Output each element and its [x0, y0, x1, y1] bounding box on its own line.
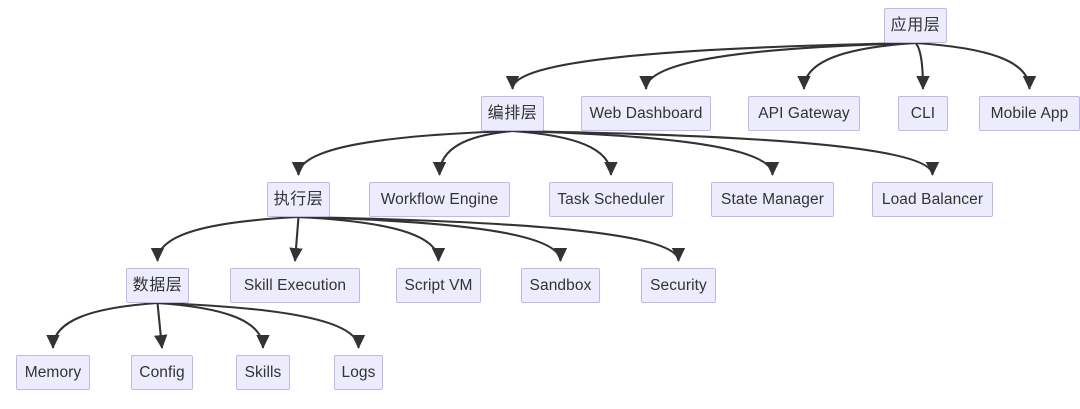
node-label: Skills: [244, 363, 282, 381]
edge-orch-to-loadbal: [512, 129, 940, 176]
node-mobile[interactable]: Mobile App: [979, 96, 1080, 131]
node-label: State Manager: [721, 190, 824, 208]
edge-exec-to-skillexec: [289, 216, 303, 262]
edge-orch-to-workflow: [432, 129, 513, 176]
node-exec[interactable]: 执行层: [267, 182, 330, 217]
node-cli[interactable]: CLI: [898, 96, 948, 131]
node-config[interactable]: Config: [131, 355, 193, 390]
node-scriptvm[interactable]: Script VM: [396, 268, 481, 303]
node-label: Task Scheduler: [557, 190, 665, 208]
edge-orch-to-tasksched: [512, 129, 618, 176]
node-memory[interactable]: Memory: [16, 355, 90, 390]
node-label: 执行层: [273, 190, 324, 208]
edge-orch-to-exec: [291, 129, 513, 176]
edge-data-to-skills: [157, 301, 270, 349]
node-label: Mobile App: [990, 104, 1069, 122]
node-label: Sandbox: [529, 276, 592, 294]
edge-app-to-orch: [505, 41, 916, 90]
node-app[interactable]: 应用层: [884, 8, 947, 43]
node-security[interactable]: Security: [641, 268, 716, 303]
edge-exec-to-data: [150, 215, 299, 262]
node-label: 数据层: [132, 276, 183, 294]
node-skillexec[interactable]: Skill Execution: [230, 268, 360, 303]
node-sandbox[interactable]: Sandbox: [521, 268, 600, 303]
node-label: Load Balancer: [881, 190, 984, 208]
node-label: CLI: [910, 104, 936, 122]
node-label: Memory: [24, 363, 82, 381]
node-data[interactable]: 数据层: [126, 268, 189, 303]
node-label: 编排层: [487, 104, 538, 122]
node-label: Logs: [341, 363, 376, 381]
node-logs[interactable]: Logs: [334, 355, 383, 390]
node-label: Web Dashboard: [589, 104, 703, 122]
edge-data-to-config: [154, 302, 168, 349]
node-workflow[interactable]: Workflow Engine: [369, 182, 510, 217]
node-label: 应用层: [890, 16, 941, 34]
node-tasksched[interactable]: Task Scheduler: [549, 182, 673, 217]
node-skills[interactable]: Skills: [236, 355, 290, 390]
node-label: Skill Execution: [243, 276, 347, 294]
node-label: Config: [139, 363, 185, 381]
node-statemgr[interactable]: State Manager: [711, 182, 834, 217]
node-label: API Gateway: [758, 104, 850, 122]
node-apigw[interactable]: API Gateway: [748, 96, 860, 131]
edge-app-to-webdash: [639, 41, 916, 90]
node-loadbal[interactable]: Load Balancer: [872, 182, 993, 217]
edge-exec-to-sandbox: [298, 215, 568, 262]
edge-app-to-apigw: [797, 41, 916, 90]
node-webdash[interactable]: Web Dashboard: [581, 96, 711, 131]
node-orch[interactable]: 编排层: [481, 96, 544, 131]
node-label: Security: [650, 276, 707, 294]
edge-group: [46, 41, 1037, 349]
node-label: Script VM: [404, 276, 473, 294]
node-label: Workflow Engine: [380, 190, 499, 208]
edge-data-to-memory: [46, 301, 158, 349]
edge-app-to-mobile: [915, 41, 1037, 90]
edge-data-to-logs: [157, 301, 366, 349]
edge-app-to-cli: [914, 42, 930, 90]
edge-exec-to-security: [298, 215, 686, 262]
